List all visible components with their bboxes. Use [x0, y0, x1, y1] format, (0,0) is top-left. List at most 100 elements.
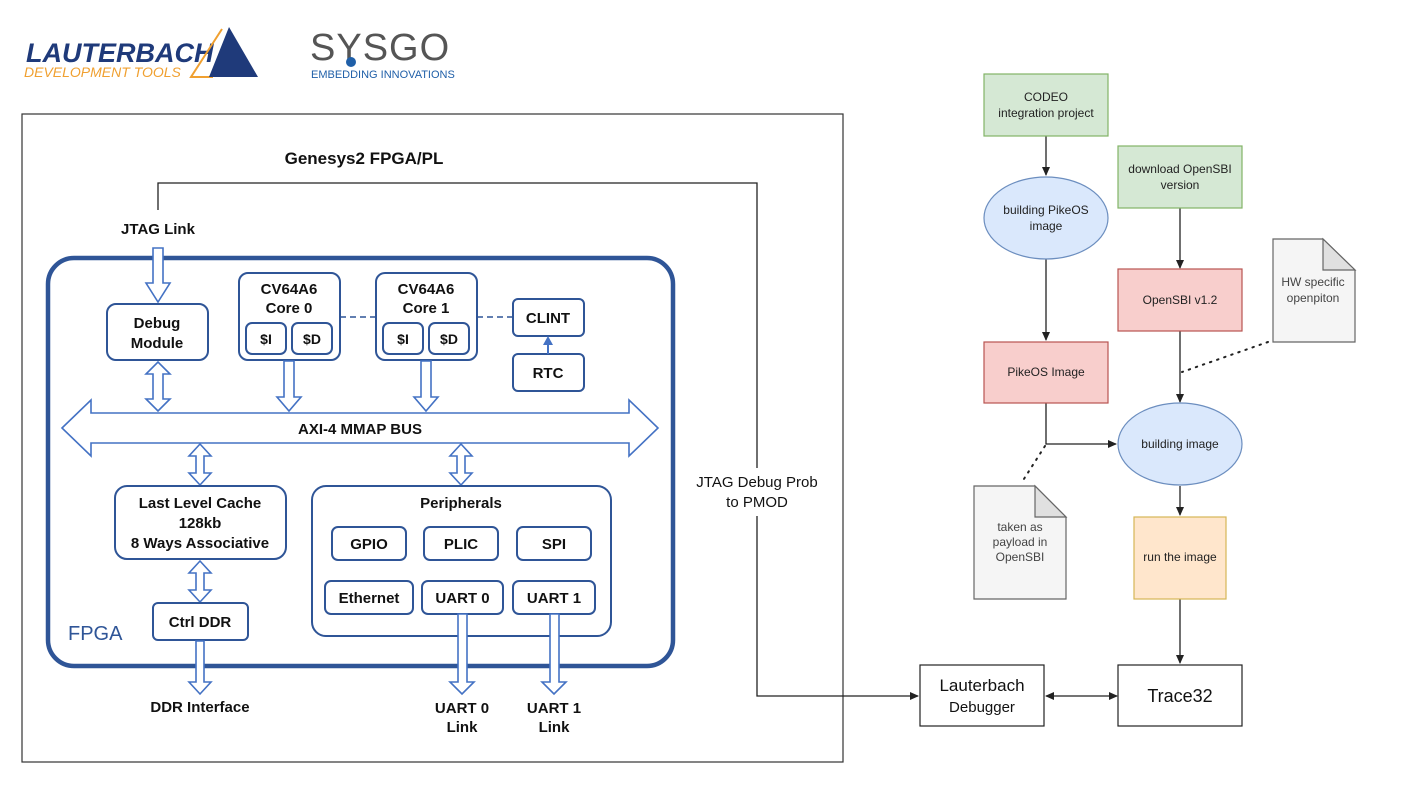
flow-building-image-node [1117, 402, 1243, 486]
rtc-clint-arrowhead [543, 336, 553, 345]
lauterbach-logo-tagline: DEVELOPMENT TOOLS [24, 64, 182, 80]
core0-icache [245, 322, 287, 355]
jtag-link-label: JTAG Link [121, 221, 196, 238]
flow-trace32-label: Trace32 [1147, 686, 1212, 706]
edge-hw-note-dotted [1181, 341, 1269, 373]
flow-trace32-node [1117, 664, 1243, 727]
flow-pikeos-image-node [983, 341, 1109, 404]
peripherals-title: Peripherals [420, 495, 502, 512]
uart1-link-line2: Link [539, 719, 570, 736]
bus-peripherals-bidir-arrow [448, 442, 474, 487]
flow-opensbi-node [1117, 268, 1243, 332]
lauterbach-orange-mark [189, 28, 223, 78]
core1-dcache-label: $D [440, 331, 458, 347]
flow-hw-note-fold [1322, 237, 1357, 271]
flow-run-image-node [1133, 516, 1227, 600]
core1-icache [382, 322, 424, 355]
flow-building-pikeos-line2: image [1030, 219, 1063, 233]
genesys2-board-frame [21, 113, 844, 763]
lauterbach-logo-name: LAUTERBACH [26, 38, 214, 68]
uart1-link-line1: UART 1 [527, 700, 581, 717]
flow-download-opensbi-node [1117, 145, 1243, 209]
core1-line2: Core 1 [403, 300, 450, 317]
rtc-label: RTC [533, 365, 564, 382]
ddr-interface-arrow [187, 640, 213, 696]
flow-codeo-line2: integration project [998, 106, 1094, 120]
core1-line1: CV64A6 [398, 281, 455, 298]
peripheral-uart-1-label: UART 1 [527, 590, 581, 607]
flow-lauterbach-debugger-node [919, 664, 1045, 727]
edge-payload-note-dotted [1021, 445, 1046, 483]
uart0-link-arrow [448, 613, 476, 696]
clint-label: CLINT [526, 310, 570, 327]
llc-line3: 8 Ways Associative [131, 535, 269, 552]
flow-opensbi-label: OpenSBI v1.2 [1143, 293, 1218, 307]
core0-line2: Core 0 [266, 300, 313, 317]
flow-codeo-line1: CODEO [1024, 90, 1068, 104]
board-title: Genesys2 FPGA/PL [285, 149, 444, 168]
peripheral-spi-label: SPI [542, 536, 566, 553]
peripheral-plic-block [423, 526, 499, 561]
flow-download-opensbi-line1: download OpenSBI [1128, 162, 1231, 176]
debug-bus-bidir-arrow [144, 360, 172, 413]
core0-line1: CV64A6 [261, 281, 318, 298]
llc-ctrlddr-bidir-arrow [187, 559, 213, 604]
sysgo-logo-name: SYSGO [310, 27, 450, 69]
fpga-container [45, 255, 676, 669]
jtag-probe-label-bg [686, 468, 828, 516]
flow-hw-note-line1: HW specific [1281, 275, 1344, 289]
ddr-interface-label: DDR Interface [150, 699, 249, 716]
flow-payload-note-line3: OpenSBI [996, 550, 1045, 564]
debug-module-line1: Debug [134, 315, 181, 332]
axi-bus-arrow [60, 398, 660, 458]
uart1-link-arrow [540, 613, 568, 696]
lauterbach-triangle-icon [209, 27, 258, 77]
flow-lauterbach-debugger-line2: Debugger [949, 699, 1015, 716]
clint-block [512, 298, 585, 337]
uart0-link-line1: UART 0 [435, 700, 489, 717]
peripheral-gpio-label: GPIO [350, 536, 388, 553]
peripheral-uart-0-label: UART 0 [435, 590, 489, 607]
peripheral-plic-label: PLIC [444, 536, 478, 553]
debug-module-line2: Module [131, 335, 184, 352]
jtag-connection-line [157, 182, 919, 700]
last-level-cache-block [114, 485, 287, 560]
peripheral-items: GPIO PLIC SPI Ethernet UART 0 UART 1 [324, 526, 596, 615]
core1-dcache [428, 322, 470, 355]
flow-download-opensbi-line2: version [1161, 178, 1200, 192]
llc-line1: Last Level Cache [139, 495, 262, 512]
axi-bus-label: AXI-4 MMAP BUS [298, 421, 422, 438]
uart0-link-line2: Link [447, 719, 478, 736]
bus-llc-bidir-arrow [187, 442, 213, 487]
peripheral-gpio-block [331, 526, 407, 561]
flow-building-pikeos-line1: building PikeOS [1003, 203, 1088, 217]
core0-dcache [291, 322, 333, 355]
edge-pikeos-image-to-building-image [1045, 403, 1117, 448]
flow-building-image-label: building image [1141, 437, 1219, 451]
core0-bus-arrow [275, 360, 303, 413]
sysgo-logo-tagline: EMBEDDING INNOVATIONS [311, 69, 455, 81]
core0-icache-label: $I [260, 331, 272, 347]
jtag-probe-label-line2: to PMOD [726, 494, 788, 511]
flow-payload-note-fold [1034, 484, 1068, 518]
peripheral-spi-block [516, 526, 592, 561]
flow-run-image-label: run the image [1143, 550, 1217, 564]
flow-codeo-node [983, 73, 1109, 137]
jtag-link-arrow [144, 247, 172, 304]
peripheral-ethernet-block [324, 580, 414, 615]
core0-dcache-label: $D [303, 331, 321, 347]
core1-icache-label: $I [397, 331, 409, 347]
flow-pikeos-image-label: PikeOS Image [1007, 365, 1085, 379]
peripheral-ethernet-label: Ethernet [339, 590, 400, 607]
flow-payload-note-line1: taken as [997, 520, 1042, 534]
lauterbach-logo: LAUTERBACH DEVELOPMENT TOOLS [24, 27, 258, 80]
jtag-probe-label-line1: JTAG Debug Prob [696, 474, 817, 491]
sysgo-logo: SYSGO EMBEDDING INNOVATIONS [310, 27, 455, 81]
core1-bus-arrow [412, 360, 440, 413]
flow-lauterbach-debugger-line1: Lauterbach [939, 676, 1024, 695]
ctrl-ddr-label: Ctrl DDR [169, 614, 232, 631]
fpga-label: FPGA [68, 623, 123, 645]
flow-hw-note-line2: openpiton [1287, 291, 1340, 305]
sysgo-dot-icon [346, 57, 356, 67]
